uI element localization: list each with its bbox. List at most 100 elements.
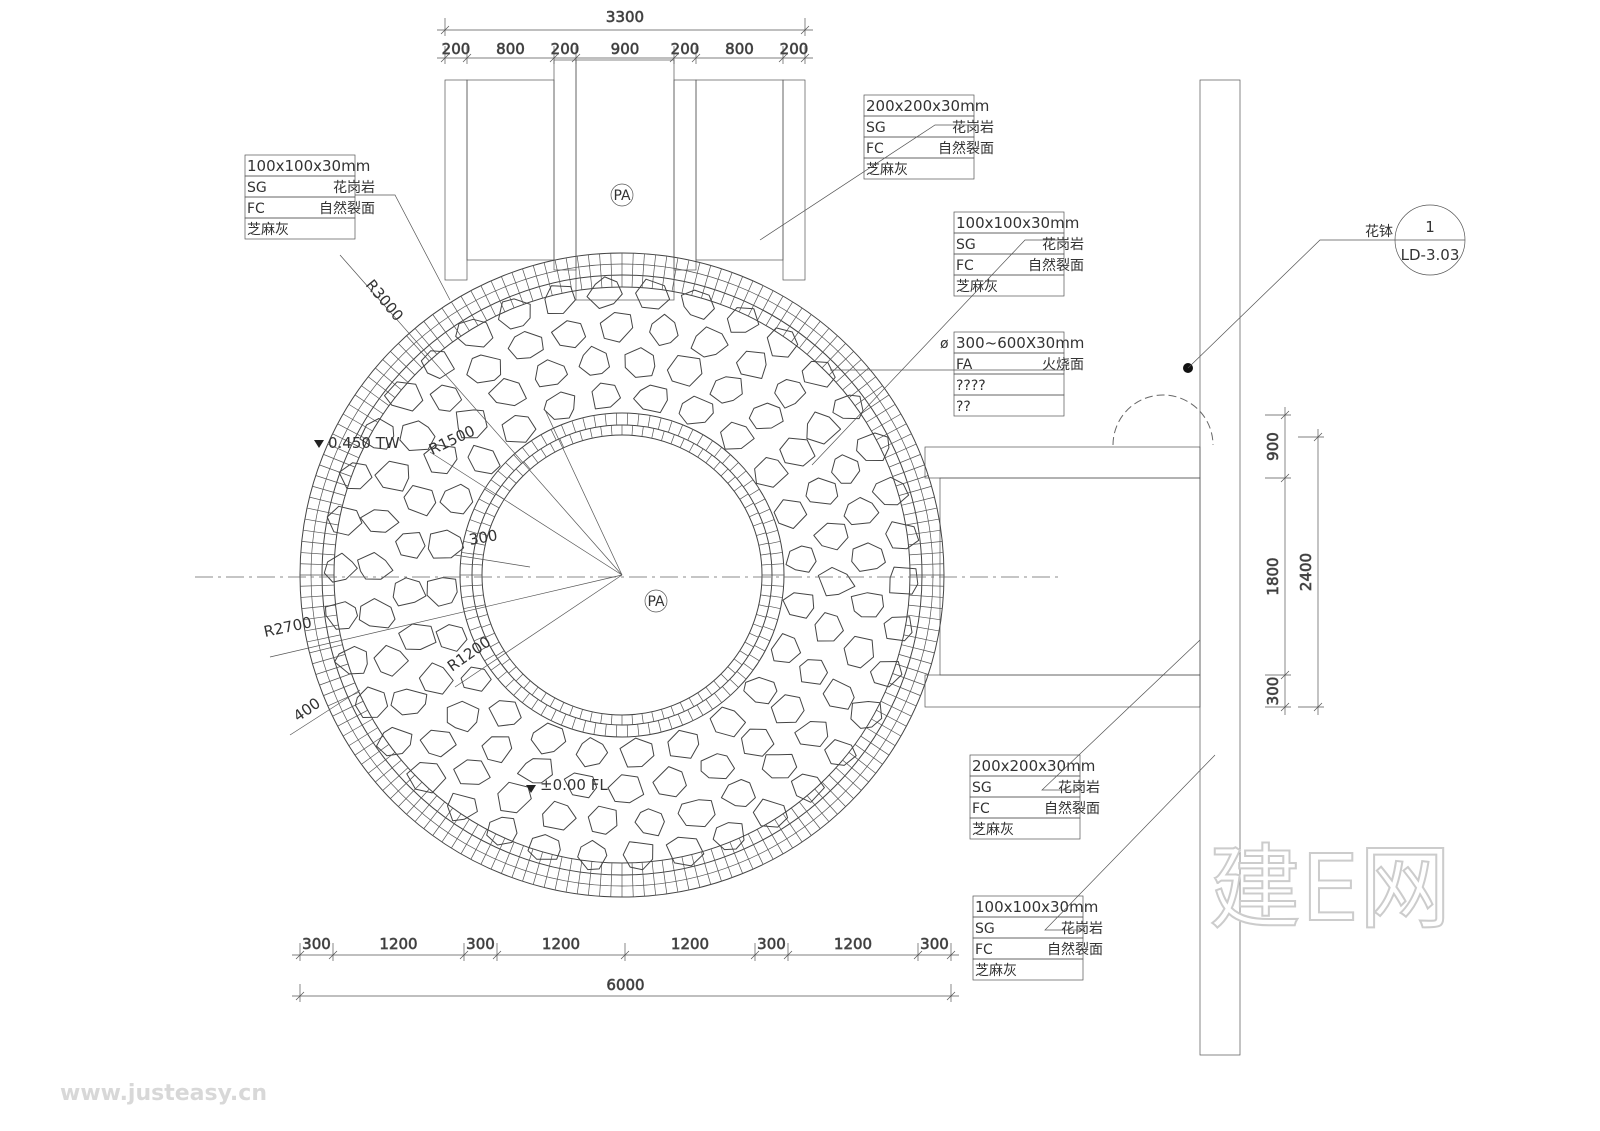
cobblestone <box>420 350 455 379</box>
cobblestone <box>358 598 396 629</box>
table-cell-material: 花岗岩 <box>333 180 375 196</box>
cobblestone <box>843 635 874 669</box>
cobblestone <box>770 694 805 724</box>
cobblestone <box>843 497 880 526</box>
elevation-marker-icon <box>314 440 324 448</box>
cobblestone <box>773 499 808 529</box>
dim-label: 900 <box>611 40 640 58</box>
table-cell-material: 自然裂面 <box>1047 941 1103 958</box>
cobblestone <box>435 624 468 652</box>
cobblestone <box>429 384 463 412</box>
table-cell: ???? <box>956 378 986 394</box>
cobblestone <box>543 391 576 420</box>
cobblestone <box>824 739 857 766</box>
dim-label: 400 <box>290 694 324 725</box>
cobblestone <box>360 509 400 533</box>
dim-label: 1200 <box>542 935 580 953</box>
dim-label: 1200 <box>834 935 872 953</box>
dim-label: 6000 <box>606 976 644 994</box>
cobblestone <box>709 706 746 738</box>
top-path <box>444 59 806 301</box>
cobblestone <box>418 662 454 695</box>
cobblestone <box>334 645 368 675</box>
dim-label: 200 <box>780 40 809 58</box>
table-cell: 芝麻灰 <box>866 162 908 178</box>
cobblestone <box>357 552 394 580</box>
table-cell: 100x100x30mm <box>956 214 1079 232</box>
cobblestone <box>785 545 817 573</box>
cobblestone <box>856 432 890 461</box>
leader-line <box>355 194 451 301</box>
cobblestone <box>871 476 910 506</box>
cobblestone <box>779 437 816 467</box>
cobblestone <box>481 736 513 764</box>
cobblestone <box>427 529 465 559</box>
table-cell-material: 花岗岩 <box>1061 921 1103 937</box>
table-cell: FC <box>866 141 884 157</box>
table-cell: SG <box>956 237 976 253</box>
cobblestone <box>326 505 363 536</box>
cobblestone <box>323 552 358 583</box>
dim-label: 300 <box>466 935 495 953</box>
cobblestone <box>575 737 609 768</box>
cobblestone <box>813 522 849 551</box>
dim-label: 1200 <box>671 935 709 953</box>
leader-line <box>759 124 975 241</box>
leader-line <box>811 239 1065 466</box>
cobblestone <box>423 444 458 475</box>
cobblestone <box>624 347 656 378</box>
table-cell: 200x200x30mm <box>866 97 989 115</box>
cobblestone <box>586 276 623 309</box>
cobblestone <box>398 623 437 650</box>
cobblestone <box>743 676 778 705</box>
cobblestone <box>373 644 409 677</box>
cobblestone <box>419 729 457 758</box>
cobblestone <box>501 415 537 443</box>
pa-tag <box>610 183 634 207</box>
cobblestone <box>736 350 767 379</box>
cobblestone <box>587 805 618 835</box>
pa-tag-label: PA <box>647 594 665 610</box>
cobblestone <box>831 454 861 484</box>
table-cell: ?? <box>956 399 971 415</box>
cobblestone <box>726 307 760 333</box>
table-cell: FC <box>975 942 993 958</box>
cobblestone <box>870 661 903 688</box>
table-cell-material: 花岗岩 <box>952 120 994 136</box>
cobblestone <box>542 800 577 831</box>
cobblestone <box>374 460 410 492</box>
cobblestone <box>607 774 645 804</box>
cobblestone <box>633 384 668 414</box>
dim-label: 200 <box>442 40 471 58</box>
leader-line <box>1044 754 1216 931</box>
cobblestone <box>578 345 610 376</box>
table-cell-material: 花岗岩 <box>1058 780 1100 796</box>
table-cell: SG <box>866 120 886 136</box>
cobblestone <box>770 633 802 663</box>
cobblestone <box>563 772 598 799</box>
cobblestone <box>497 781 532 814</box>
cobblestone <box>741 728 775 757</box>
table-cell: 芝麻灰 <box>247 222 289 238</box>
cobblestone <box>883 616 913 642</box>
cobblestone <box>805 477 839 505</box>
table-cell: 200x200x30mm <box>972 757 1095 775</box>
leader-line <box>1041 639 1201 791</box>
right-path <box>924 79 1241 1056</box>
table-cell-material: 自然裂面 <box>1028 257 1084 274</box>
cobblestone <box>885 521 920 550</box>
cobblestone <box>395 532 426 559</box>
dim-label: 300 <box>1264 677 1282 706</box>
cobblestone <box>376 726 413 757</box>
radius-label: R3000 <box>362 276 407 325</box>
table-cell: FC <box>247 201 265 217</box>
table-cell: 芝麻灰 <box>972 822 1014 838</box>
cobblestone <box>652 766 687 798</box>
table-cell-material: 自然裂面 <box>1044 800 1100 817</box>
table-cell-material: 自然裂面 <box>319 200 375 217</box>
